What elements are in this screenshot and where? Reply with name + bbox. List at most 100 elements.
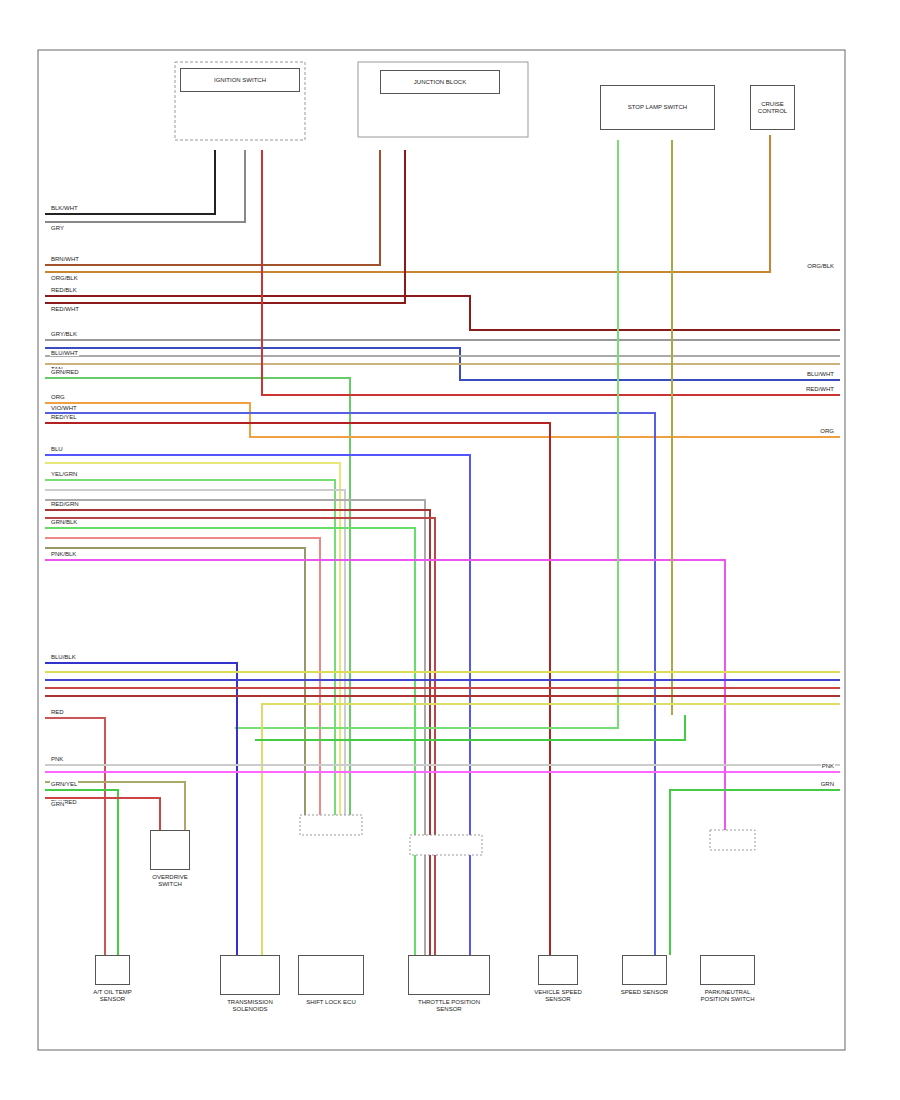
- wire: [45, 339, 840, 341]
- component-label: IGNITION SWITCH: [182, 76, 298, 85]
- wire: [45, 663, 237, 955]
- component: SPEED SENSOR: [619, 955, 671, 997]
- component-box: CRUISE CONTROL: [750, 85, 795, 130]
- wire: [45, 671, 840, 673]
- wire: [45, 764, 840, 766]
- component-label: TRANSMISSION SOLENOIDS: [218, 998, 282, 1014]
- component-label: OVERDRIVE SWITCH: [144, 873, 196, 889]
- wire: [255, 715, 685, 740]
- wire: [45, 150, 405, 303]
- component: SHIFT LOCK ECU: [297, 955, 365, 1007]
- component-box: [408, 955, 490, 995]
- component-box: STOP LAMP SWITCH: [600, 85, 715, 130]
- wire: [45, 150, 245, 222]
- wire: [45, 363, 840, 365]
- wire: [45, 771, 840, 773]
- wire: [45, 695, 840, 697]
- frame: [38, 50, 845, 1050]
- wire-color-code: RED/YEL: [50, 414, 78, 420]
- wire-color-code: BLU/WHT: [50, 350, 79, 356]
- component: PARK/NEUTRAL POSITION SWITCH: [696, 955, 760, 1004]
- component: THROTTLE POSITION SENSOR: [407, 955, 491, 1014]
- component-label: JUNCTION BLOCK: [382, 78, 498, 87]
- wire: [45, 790, 118, 955]
- component-label: VEHICLE SPEED SENSOR: [530, 988, 587, 1004]
- component-box: [538, 955, 578, 985]
- component-label: PARK/NEUTRAL POSITION SWITCH: [696, 988, 760, 1004]
- wire: [45, 490, 345, 830]
- wire-color-code: GRY: [50, 225, 65, 231]
- wire-color-code: BLU/WHT: [806, 371, 835, 377]
- wire-color-code: BRN/WHT: [50, 256, 80, 262]
- wire-color-code: BLK/WHT: [50, 205, 79, 211]
- component-label: SPEED SENSOR: [619, 988, 671, 997]
- component-label: SHIFT LOCK ECU: [297, 998, 365, 1007]
- wire-color-code: ORG/BLK: [50, 275, 79, 281]
- component-label: A/T OIL TEMP SENSOR: [87, 988, 139, 1004]
- wire-color-code: RED/BLK: [50, 287, 78, 293]
- wire-color-code: GRN/BLK: [50, 519, 78, 525]
- wire-color-code: GRN/YEL: [50, 781, 78, 787]
- component-box: [622, 955, 667, 985]
- wire-color-code: PNK: [50, 756, 64, 762]
- wire: [45, 718, 105, 955]
- wire-color-code: BLU: [50, 446, 64, 452]
- wire-color-code: ORG/BLK: [806, 263, 835, 269]
- wire-color-code: VIO/WHT: [50, 405, 78, 411]
- wire-color-code: GRN: [820, 781, 835, 787]
- wire: [45, 135, 770, 272]
- connector-symbol: [410, 835, 482, 855]
- component-label: STOP LAMP SWITCH: [602, 103, 713, 112]
- wire: [45, 528, 415, 955]
- wire-color-code: RED/WHT: [805, 386, 835, 392]
- wire: [45, 150, 215, 214]
- component-label: CRUISE CONTROL: [752, 100, 793, 116]
- component: JUNCTION BLOCK: [380, 70, 500, 94]
- wire: [45, 355, 840, 357]
- wire-color-code: PNK: [821, 763, 835, 769]
- component-box: [150, 830, 190, 870]
- wire-color-code: RED/GRN: [50, 501, 80, 507]
- component: IGNITION SWITCH: [180, 68, 300, 92]
- wire: [671, 140, 673, 715]
- wire-color-code: GRN/RED: [50, 369, 80, 375]
- component: TRANSMISSION SOLENOIDS: [218, 955, 282, 1014]
- wire: [45, 378, 350, 830]
- component-box: [298, 955, 364, 995]
- wire: [45, 538, 320, 830]
- wire: [262, 150, 840, 395]
- wire: [45, 413, 655, 955]
- wire: [45, 518, 435, 955]
- component-box: [95, 955, 130, 985]
- component-label: THROTTLE POSITION SENSOR: [407, 998, 491, 1014]
- component-box: [220, 955, 280, 995]
- component: OVERDRIVE SWITCH: [144, 830, 196, 889]
- switch-outline: [175, 62, 305, 140]
- wire: [45, 348, 840, 380]
- wire-color-code: GRN: [50, 801, 65, 807]
- component: CRUISE CONTROL: [750, 85, 795, 130]
- wire-color-code: RED/WHT: [50, 306, 80, 312]
- wire-color-code: YEL/GRN: [50, 471, 78, 477]
- connector-symbol: [710, 830, 755, 850]
- component: STOP LAMP SWITCH: [600, 85, 715, 130]
- wire: [45, 510, 430, 955]
- wire-color-code: BLU/BLK: [50, 654, 77, 660]
- wire-color-code: ORG: [50, 394, 66, 400]
- component-box: IGNITION SWITCH: [180, 68, 300, 92]
- component-box: [700, 955, 755, 985]
- wire: [670, 790, 840, 955]
- wire-color-code: RED: [50, 709, 65, 715]
- connector-symbol: [300, 815, 362, 835]
- wire-color-code: GRY/BLK: [50, 331, 78, 337]
- wire: [45, 296, 840, 330]
- wire: [235, 140, 618, 728]
- component-box: JUNCTION BLOCK: [380, 70, 500, 94]
- wire: [45, 403, 840, 437]
- wire-color-code: PNK/BLK: [50, 551, 77, 557]
- component: VEHICLE SPEED SENSOR: [530, 955, 587, 1004]
- fuse-block-outline: [358, 62, 528, 137]
- wire: [45, 679, 840, 681]
- wire-color-code: ORG: [819, 428, 835, 434]
